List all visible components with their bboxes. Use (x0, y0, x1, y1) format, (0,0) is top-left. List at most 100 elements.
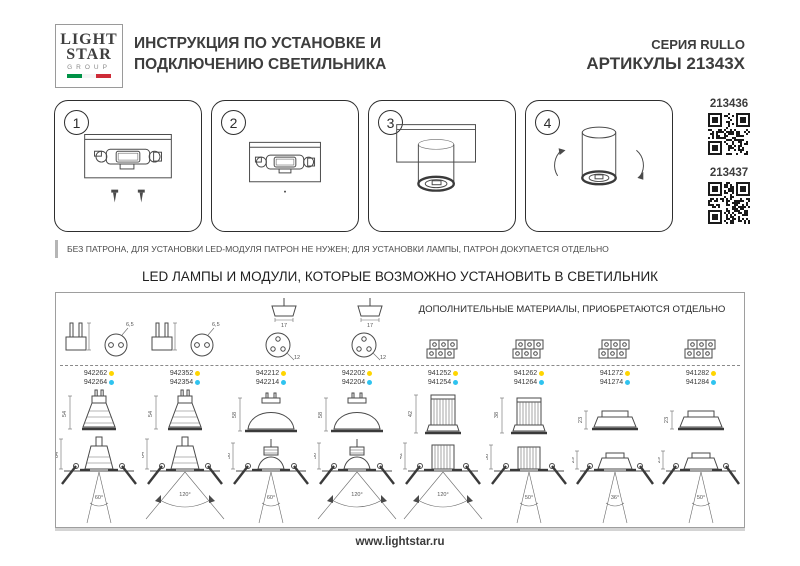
svg-text:12: 12 (380, 355, 386, 361)
rotation-arrow-icon (636, 149, 644, 180)
compatibility-panel: ДОПОЛНИТЕЛЬНЫЕ МАТЕРИАЛЫ, ПРИОБРЕТАЮТСЯ … (55, 292, 745, 528)
cool-color-dot (195, 379, 201, 385)
installed-lamp-cross-section: 64 120° (142, 436, 225, 520)
installed-module-cross-section: 38 50° (486, 444, 567, 524)
lamp-drawing-cell: 38 (486, 389, 572, 437)
step-panel-4: 4 (525, 100, 673, 232)
installed-lamp-cross-section: 64 60° (56, 436, 137, 524)
terminal-block-icon (512, 339, 544, 359)
screw-icon (137, 189, 145, 203)
fixture-cross-section-cell: 29 50° (658, 435, 744, 527)
dome-lamp-icon: 58 (232, 392, 297, 433)
terminal-diagram-cell (400, 335, 486, 365)
svg-text:60°: 60° (95, 495, 103, 501)
gu10-socket-icon: 6,5 (65, 322, 134, 357)
svg-text:64: 64 (56, 452, 60, 458)
lamp-codes: 942212 942214 (228, 369, 314, 389)
svg-text:50: 50 (228, 453, 232, 459)
terminal-diagram-cell (572, 335, 658, 365)
step-panel-2: 2 (211, 100, 359, 232)
cylinder-attached-to-plate-diagram (396, 124, 476, 192)
svg-text:23: 23 (578, 417, 584, 423)
lamp-drawing-cell: 42 (400, 389, 486, 437)
fixture-cross-section-cell: 64 120° (142, 435, 228, 527)
installed-lamp-cross-section: 50 60° (228, 439, 309, 524)
svg-text:58: 58 (318, 412, 324, 418)
article-number: 213436 (709, 98, 749, 110)
cool-color-dot (625, 379, 631, 385)
terminal-block-icon (598, 339, 630, 359)
socket-diagram-cell: 17 12 (228, 297, 314, 365)
svg-text:17: 17 (281, 323, 287, 329)
screw-icon (111, 189, 119, 203)
cool-color-dot (281, 379, 287, 385)
dome-lamp-icon: 58 (318, 392, 383, 433)
socket-diagram-cell: 17 12 (314, 297, 400, 365)
cool-color-dot (109, 379, 115, 385)
terminal-diagram-cell (658, 335, 744, 365)
fixture-cross-section-cell: 29 36° (572, 435, 658, 527)
cool-color-dot (711, 379, 717, 385)
svg-text:120°: 120° (179, 492, 190, 498)
articles-label: АРТИКУЛЫ 21343X (586, 54, 745, 73)
svg-text:50°: 50° (525, 495, 533, 501)
cool-color-dot (367, 379, 373, 385)
lamp-codes: 941252 941254 (400, 369, 486, 389)
svg-text:42: 42 (408, 411, 414, 417)
warm-color-dot (367, 370, 373, 376)
cool-color-dot (539, 379, 545, 385)
fixture-cross-section-cell: 64 60° (56, 435, 142, 527)
svg-text:50: 50 (314, 453, 318, 459)
svg-text:29: 29 (572, 457, 576, 463)
led-module-icon: 42 (408, 394, 461, 435)
socket-diagram-cell: 6,5 (142, 301, 228, 365)
mounting-bracket-with-screws-diagram (84, 133, 172, 203)
lamp-codes: 942202 942204 (314, 369, 400, 389)
warm-color-dot (539, 370, 545, 376)
lamp-drawing-cell: 58 (314, 389, 400, 437)
step-panel-1: 1 (54, 100, 202, 232)
lamp-codes: 941262 941264 (486, 369, 572, 389)
logo-group-label: GROUP (67, 64, 111, 71)
flat-led-module-icon: 23 (578, 410, 638, 431)
lamp-codes: 941272 941274 (572, 369, 658, 389)
svg-text:29: 29 (658, 457, 662, 463)
svg-text:12: 12 (294, 355, 300, 361)
svg-text:38: 38 (486, 454, 490, 460)
warm-color-dot (453, 370, 459, 376)
gx53-socket-icon: 17 12 (265, 298, 300, 361)
step-number: 2 (221, 110, 246, 135)
series-label: СЕРИЯ RULLO (651, 37, 745, 52)
warm-color-dot (109, 370, 115, 376)
step-panel-3: 3 (368, 100, 516, 232)
installed-module-cross-section: 29 36° (572, 450, 654, 524)
step-number: 3 (378, 110, 403, 135)
fixture-cross-section-cell: 42 120° (400, 435, 486, 527)
installed-module-cross-section: 29 50° (658, 450, 740, 524)
website-url: www.lightstar.ru (355, 536, 445, 548)
installed-module-cross-section: 42 120° (400, 442, 483, 520)
qr-column: 213436 213437 (698, 98, 760, 236)
svg-text:54: 54 (62, 411, 68, 417)
lamp-codes: 942352 942354 (142, 369, 228, 389)
lightstar-logo: LIGHT STAR GROUP (55, 24, 123, 88)
mr16-lamp-icon: 54 (148, 389, 202, 431)
svg-text:42: 42 (400, 453, 404, 459)
svg-text:54: 54 (148, 411, 154, 417)
terminal-block-icon (426, 339, 458, 359)
svg-text:64: 64 (142, 452, 146, 458)
socket-note: БЕЗ ПАТРОНА, ДЛЯ УСТАНОВКИ LED-МОДУЛЯ ПА… (55, 240, 727, 258)
svg-text:23: 23 (664, 417, 670, 423)
warm-color-dot (195, 370, 201, 376)
lamp-drawing-cell: 23 (658, 389, 744, 437)
terminal-diagram-cell (486, 335, 572, 365)
lamp-codes: 942262 942264 (56, 369, 142, 389)
installed-lamp-cross-section: 50 120° (314, 439, 397, 520)
article-number: 213437 (709, 167, 749, 179)
svg-text:36°: 36° (611, 495, 619, 501)
step-number: 4 (535, 110, 560, 135)
qr-code (708, 182, 750, 224)
warm-color-dot (281, 370, 287, 376)
italian-flag-icon (67, 74, 112, 78)
